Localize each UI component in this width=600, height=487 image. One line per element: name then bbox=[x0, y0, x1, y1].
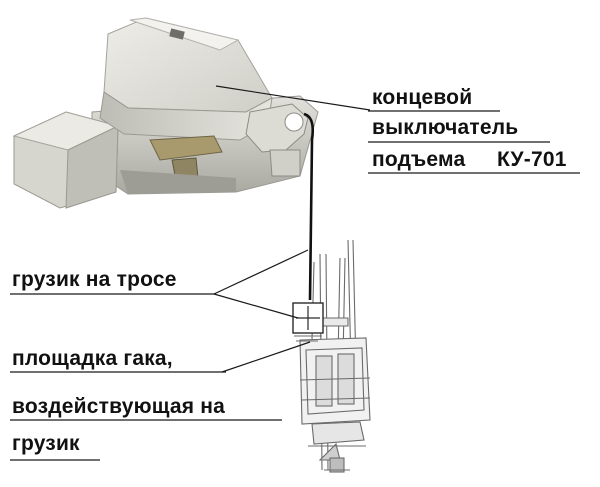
limit-switch-illustration bbox=[12, 17, 319, 209]
cable-line bbox=[303, 112, 315, 301]
leader-switch bbox=[215, 85, 371, 111]
platform-label-line3: грузик bbox=[12, 432, 80, 455]
platform-label-line2: воздействующая на bbox=[12, 395, 226, 418]
hook-platform-illustration bbox=[299, 239, 371, 473]
leader-weight bbox=[213, 249, 309, 295]
leader-lines bbox=[10, 85, 580, 461]
leader-weight-2 bbox=[213, 293, 299, 319]
weight-label: грузик на тросе bbox=[12, 268, 177, 291]
leader-platform bbox=[221, 341, 311, 373]
switch-label-line3-text: подъема bbox=[372, 148, 466, 171]
cable-weight-illustration bbox=[292, 302, 324, 342]
platform-label-line1: площадка гака, bbox=[12, 347, 173, 370]
switch-label-line3-model: КУ-701 bbox=[497, 148, 567, 171]
switch-label-line1: концевой bbox=[372, 86, 473, 109]
switch-label-line2: выключатель bbox=[372, 116, 519, 139]
